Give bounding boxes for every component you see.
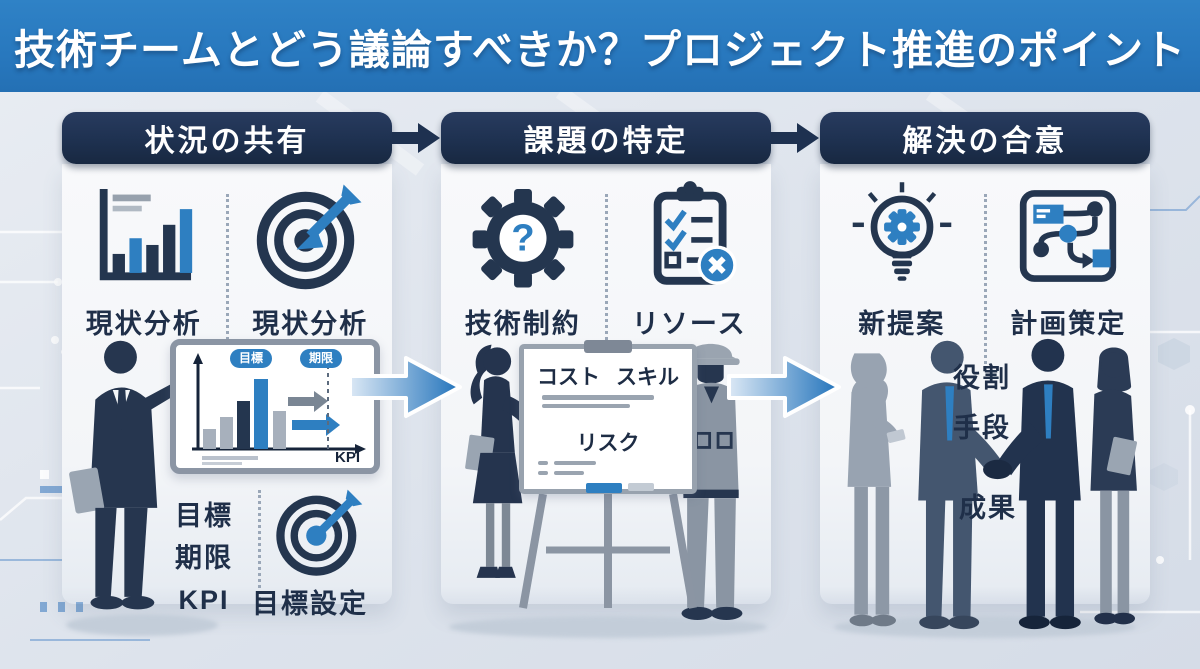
businessman-shadow: [66, 614, 218, 636]
panel2-body: ? 技術制約: [441, 164, 771, 638]
panel1-item-analysis-chart: 現状分析: [62, 180, 226, 376]
board-gray-line: [538, 461, 548, 465]
panel2-header-label: 課題の特定: [523, 125, 689, 158]
kpi-axis-label: KPI: [334, 449, 360, 466]
panel1-icon-row: 現状分析 現状分析: [62, 164, 392, 376]
panel2-item-constraints: ? 技術制約: [441, 180, 605, 376]
goal-badge: 目標: [230, 349, 273, 368]
clipboard-x-icon: [653, 181, 737, 285]
flow-arrow-icon: [348, 356, 462, 418]
keyword-deadline: 期限: [175, 542, 233, 573]
board-eraser: [628, 483, 654, 491]
panel3-item1-label: 新提案: [858, 309, 946, 339]
goal-setting-label: 目標設定: [252, 589, 368, 619]
panel1-item1-label: 現状分析: [85, 309, 202, 339]
panel1-item-analysis-target: 現状分析: [229, 180, 393, 376]
board-gray-line: [538, 471, 548, 475]
panel3-header: 解決の合意: [820, 112, 1150, 164]
businesswoman-silhouette: [465, 344, 541, 578]
roadmap-icon: [1020, 190, 1117, 282]
question-mark: ?: [511, 218, 534, 260]
board-gray-line: [542, 404, 630, 408]
panel-share-status: 状況の共有 現状分析: [62, 112, 392, 636]
panel3-item-proposal: 新提案: [820, 180, 984, 376]
panel3-item2-label: 計画策定: [1010, 309, 1127, 339]
panel1-keywords: 目標 期限 KPI: [156, 496, 252, 622]
title-banner: 技術チームとどう議論すべきか？プロジェクト推進のポイント: [0, 0, 1200, 92]
easel-clip: [584, 340, 632, 353]
panel1-bottom-divider: [258, 490, 261, 612]
panel2-icon-row: ? 技術制約: [441, 164, 771, 376]
board-gray-line: [542, 395, 654, 400]
panel1-body: 現状分析 現状分析: [62, 164, 392, 636]
panel2-item2-label: リソース: [631, 309, 747, 339]
easel-board: コスト スキル リスク: [519, 340, 697, 494]
flow-arrow-icon: [727, 356, 841, 418]
easel-legs: [519, 494, 697, 609]
board-words-top: コスト スキル: [524, 361, 692, 391]
panel3-divider: [983, 194, 987, 370]
board-word-skill: スキル: [616, 366, 679, 389]
keyword-means: 手段: [953, 413, 1011, 443]
deadline-badge: 期限: [300, 349, 343, 368]
keyword-results: 成果: [959, 493, 1017, 523]
header-arrow-icon: [771, 123, 819, 153]
panel3-item-plan: 計画策定: [987, 180, 1151, 376]
lightbulb-gear-icon: [852, 182, 952, 281]
panel1-item2-label: 現状分析: [252, 309, 369, 339]
target-dart-icon: [257, 184, 362, 290]
header-arrow-icon: [392, 123, 440, 153]
board-word-cost: コスト: [537, 366, 600, 389]
target-dart-icon: [276, 489, 363, 576]
panel1-divider: [225, 194, 229, 370]
kpi-mini-chart: [192, 353, 366, 465]
page-title: 技術チームとどう議論すべきか？プロジェクト推進のポイント: [14, 27, 1186, 73]
kpi-whiteboard: 目標 期限 KPI: [170, 339, 380, 474]
businessman-silhouette: [69, 340, 213, 610]
board-gray-line: [554, 471, 584, 475]
panel-identify-issues: 課題の特定: [441, 112, 771, 638]
panel2-divider: [604, 194, 608, 370]
board-marker: [586, 483, 622, 493]
keyword-goal: 目標: [175, 501, 233, 531]
keyword-role: 役割: [953, 363, 1011, 393]
handshake-group-silhouette: [847, 338, 1138, 630]
panel2-item-resources: リソース: [608, 180, 772, 376]
scene2-shadow: [449, 616, 767, 638]
panel2-item1-label: 技術制約: [464, 309, 581, 339]
board-gray-line: [554, 461, 596, 465]
bar-chart-icon: [99, 188, 192, 281]
board-word-risk: リスク: [576, 432, 640, 455]
panel3-icon-row: 新提案: [820, 164, 1150, 376]
panel1-header: 状況の共有: [62, 112, 392, 164]
panel3-body: 新提案: [820, 164, 1150, 638]
gear-question-icon: ?: [472, 188, 574, 288]
keyword-kpi: KPI: [178, 584, 230, 615]
panel3-header-label: 解決の合意: [902, 125, 1068, 158]
panel2-header: 課題の特定: [441, 112, 771, 164]
panel1-header-label: 状況の共有: [144, 125, 310, 158]
panel-agree-solution: 解決の合意: [820, 112, 1150, 638]
